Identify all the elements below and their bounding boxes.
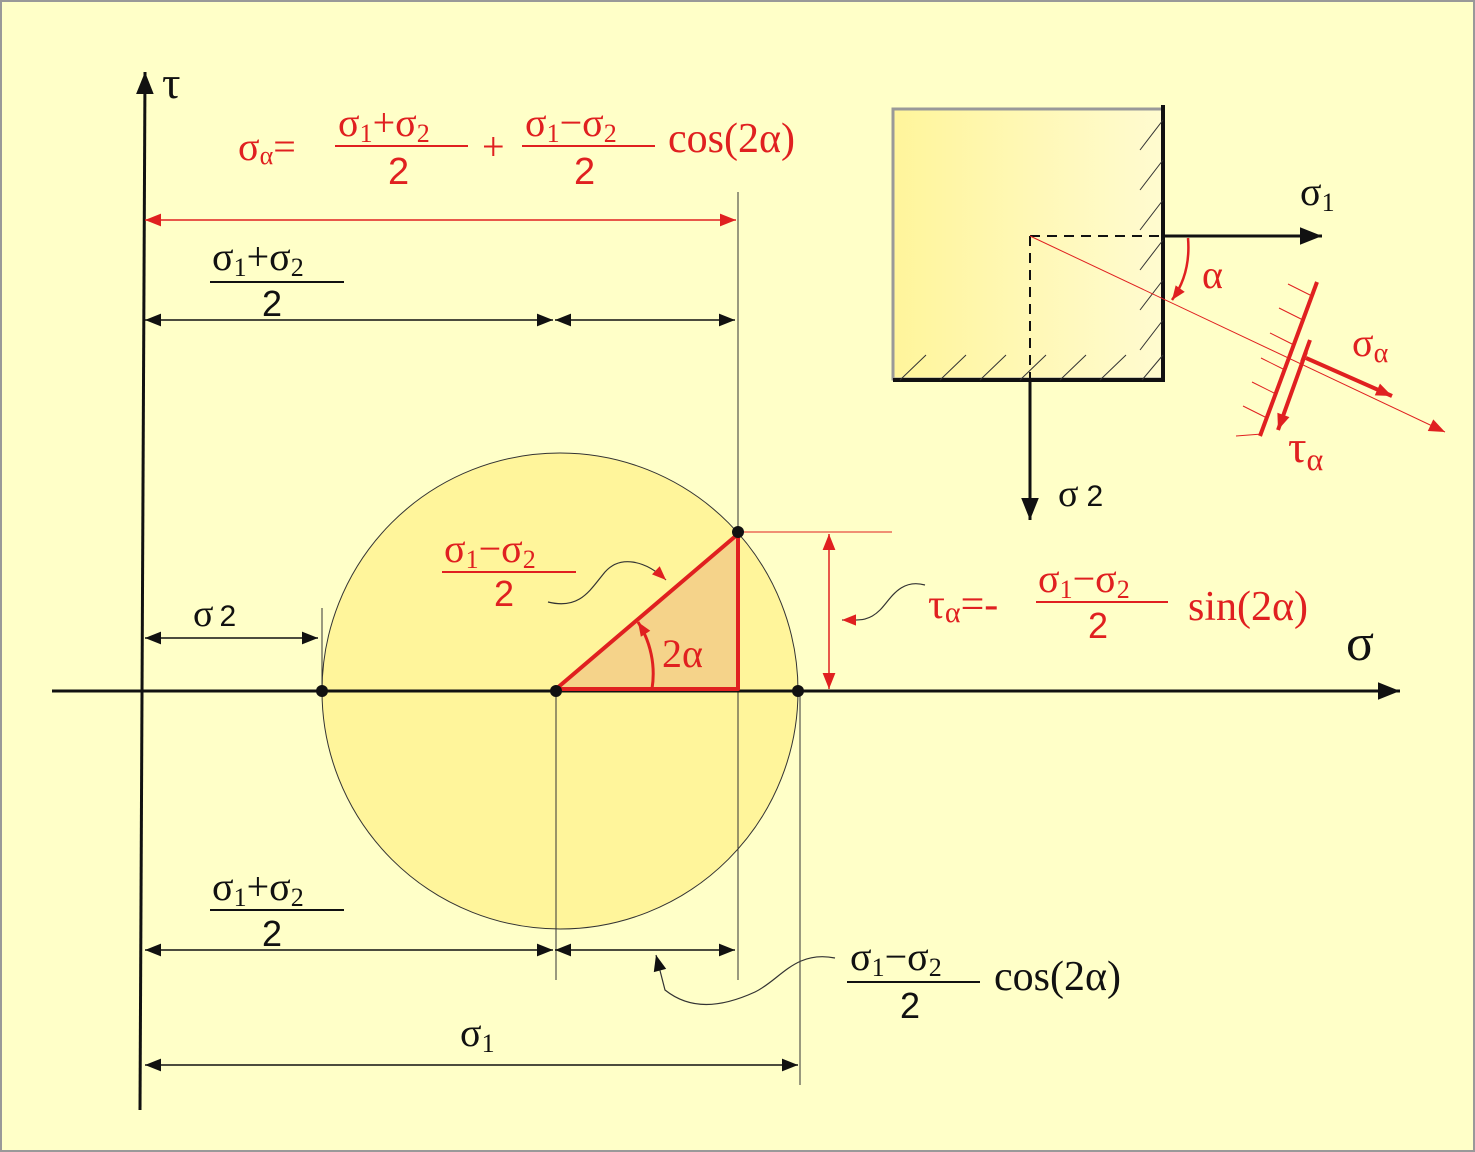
svg-text:τα=-: τα=-	[928, 582, 998, 629]
element-tau-alpha-label: τα	[1288, 421, 1324, 477]
svg-text:2: 2	[1088, 605, 1108, 646]
svg-text:cos(2α): cos(2α)	[994, 954, 1121, 1000]
tau-alpha-formula: τα=- σ1−σ2 2 sin(2α)	[928, 556, 1308, 646]
svg-text:+: +	[482, 124, 505, 169]
svg-text:σ1+σ2: σ1+σ2	[338, 100, 430, 148]
element-sigma-alpha-label: σα	[1352, 320, 1389, 369]
svg-text:σ1−σ2: σ1−σ2	[444, 526, 536, 574]
radius-leader	[547, 561, 667, 605]
radius-label: σ1−σ2 2	[442, 526, 576, 614]
svg-text:2: 2	[262, 283, 282, 324]
tau-alpha-leader	[841, 583, 926, 626]
circle-points	[316, 526, 804, 697]
svg-text:2: 2	[900, 985, 920, 1026]
inclined-normal-line	[1029, 235, 1446, 433]
tau-axis-label: τ	[162, 57, 181, 108]
cos-leader	[653, 954, 836, 1005]
svg-text:σ1+σ2: σ1+σ2	[212, 234, 304, 282]
svg-text:σα=: σα=	[238, 124, 296, 170]
sigma-axis-label: σ	[1346, 615, 1374, 672]
alpha-arc	[1170, 237, 1190, 301]
sigma-1-label: σ1	[460, 1010, 495, 1058]
svg-text:σ1−σ2: σ1−σ2	[1038, 556, 1130, 604]
element-sigma-alpha-arrow	[1305, 356, 1393, 398]
cos-term-label: σ1−σ2 2 cos(2α)	[847, 934, 1121, 1026]
svg-text:2: 2	[262, 913, 282, 954]
alpha-label: α	[1202, 252, 1223, 297]
two-alpha-label: 2α	[662, 631, 703, 676]
element-tau-alpha-arrow	[1276, 351, 1308, 431]
svg-text:σ1+σ2: σ1+σ2	[212, 864, 304, 912]
two-alpha-arc	[636, 621, 655, 690]
svg-text:2: 2	[388, 151, 409, 193]
element-sigma1-label: σ1	[1300, 169, 1335, 217]
svg-text:sin(2α): sin(2α)	[1188, 584, 1308, 630]
svg-text:2: 2	[574, 151, 595, 193]
stress-element	[891, 105, 1165, 382]
upper-mean-stress-label: σ1+σ2 2	[210, 234, 344, 324]
tau-axis	[136, 71, 154, 1111]
svg-text:σ1−σ2: σ1−σ2	[525, 100, 617, 148]
svg-text:σ1−σ2: σ1−σ2	[850, 934, 942, 982]
angle-triangle	[554, 532, 740, 691]
svg-text:2: 2	[494, 573, 514, 614]
inclined-plane	[1235, 281, 1319, 437]
svg-text:cos(2α): cos(2α)	[668, 116, 795, 162]
sigma-alpha-formula: σα= σ1+σ2 2 + σ1−σ2 2 cos(2α)	[238, 100, 795, 193]
